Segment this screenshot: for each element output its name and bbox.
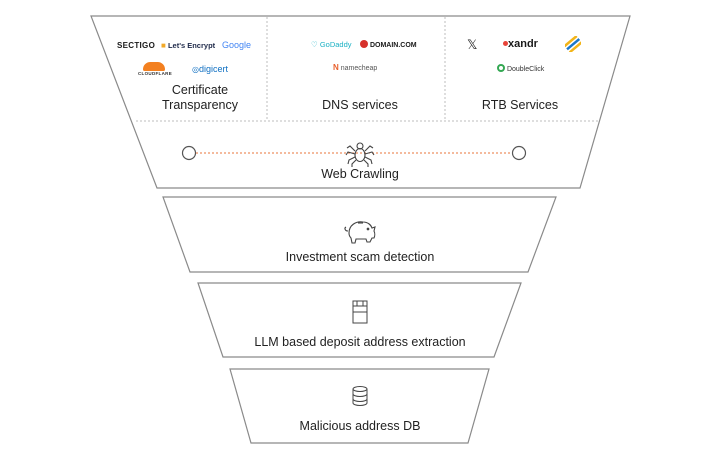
web-crawling-label: Web Crawling (321, 167, 399, 181)
doubleclick-icon (497, 64, 505, 72)
domaincom-logo: DOMAIN.COM (360, 40, 417, 49)
source-label-ct: Certificate Transparency (140, 83, 260, 113)
cloudflare-logo: CLOUDFLARE (138, 62, 172, 76)
godaddy-icon: ♡ (311, 40, 318, 49)
stage-label-llm: LLM based deposit address extraction (254, 335, 466, 349)
stripes-icon (563, 35, 583, 54)
digicert-icon: ◎ (192, 65, 199, 74)
doubleclick-logo: DoubleClick (497, 64, 544, 73)
database-icon (352, 386, 368, 406)
digicert-logo: ◎digicert (192, 64, 228, 74)
xandr-dot (503, 41, 508, 46)
stage-sources-outline (90, 15, 631, 189)
source-label-ct-line2: Transparency (162, 98, 238, 112)
domaincom-icon (360, 40, 368, 48)
google-logo: Google (222, 40, 252, 50)
stage-label-db: Malicious address DB (299, 419, 421, 433)
padlock-icon: ■ (161, 41, 166, 50)
stage-llm-outline (197, 282, 522, 358)
sectigo-logo: SECTIGO (117, 41, 156, 50)
stage-investment-outline (162, 196, 557, 273)
x-logo: 𝕏 (467, 37, 478, 52)
namecheap-logo: N namecheap (333, 63, 378, 72)
piggy-bank-icon (344, 221, 376, 244)
document-icon (352, 300, 368, 324)
namecheap-icon: N (333, 63, 339, 72)
source-label-dns: DNS services (322, 98, 398, 112)
cloud-icon (143, 62, 165, 71)
rtb-stripes-logo (563, 35, 583, 54)
crawl-end-node (511, 145, 527, 161)
source-label-ct-line1: Certificate (171, 83, 229, 97)
godaddy-logo: ♡ GoDaddy (311, 40, 352, 49)
spider-icon (345, 142, 375, 167)
source-label-rtb: RTB Services (481, 98, 559, 112)
stage-label-investment: Investment scam detection (285, 250, 435, 264)
crawl-start-node (181, 145, 197, 161)
letsencrypt-logo: ■ Let's Encrypt (161, 41, 216, 50)
xandr-logo: xandr (503, 38, 538, 50)
stage-db-outline (229, 368, 490, 444)
